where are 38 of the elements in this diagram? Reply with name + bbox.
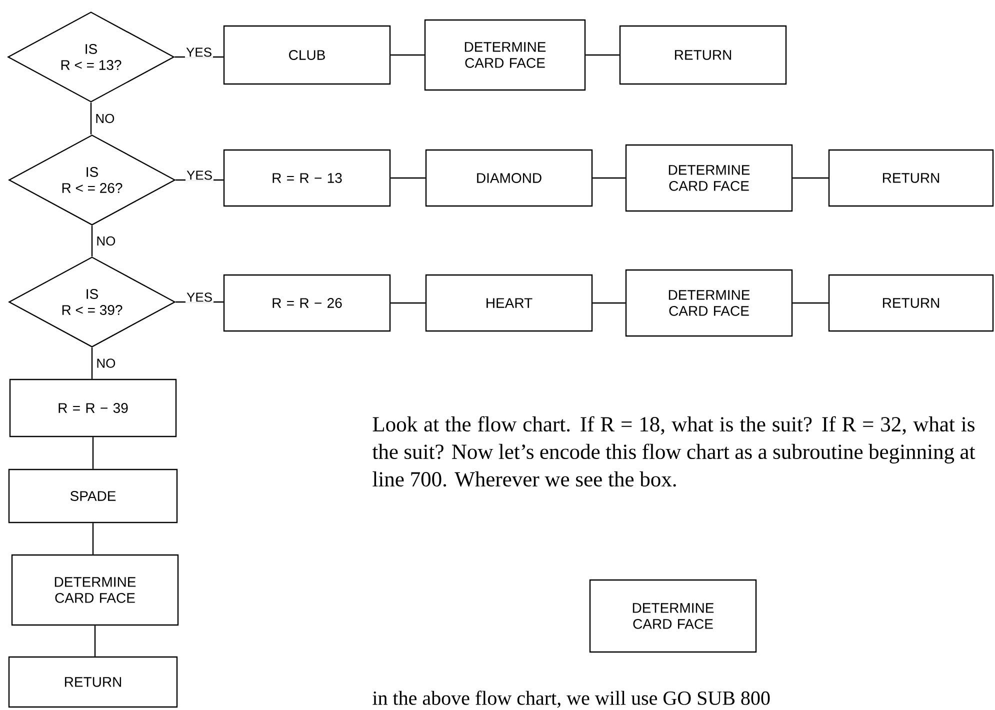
connector-line (92, 523, 94, 554)
edge-label: YES (186, 292, 214, 303)
connector-line (92, 437, 94, 469)
connector-line (390, 54, 424, 56)
connector-line (586, 54, 620, 56)
process-box: SPADE (8, 468, 178, 524)
connector-line (592, 302, 626, 304)
edge-label: YES (185, 46, 214, 58)
process-box: R = R − 39 (9, 378, 177, 438)
process-box: RETURN (8, 656, 178, 708)
connector-line (390, 177, 426, 179)
process-box: RETURN (828, 274, 994, 332)
connector-line (90, 102, 92, 134)
process-box: DETERMINE CARD FACE (589, 579, 757, 653)
edge-label: NO (95, 358, 117, 369)
process-box: DETERMINE CARD FACE (625, 269, 793, 337)
connector-line (390, 302, 426, 304)
process-box: DETERMINE CARD FACE (625, 144, 793, 212)
connector-line (592, 177, 626, 179)
paragraph: Look at the flow chart. If R = 18, what is the suit? If R = 32, what is the suit? Now let’s encode this flow chart as a subroutine beginning at line 700. Wherever we see the box. (372, 416, 976, 487)
process-box: R = R − 26 (223, 274, 391, 332)
connector-line (792, 177, 828, 179)
connector-line (94, 626, 96, 656)
process-box: DETERMINE CARD FACE (424, 19, 586, 91)
process-box: RETURN (619, 25, 787, 85)
process-box: CLUB (223, 25, 391, 85)
process-box: HEART (425, 274, 593, 332)
paragraph: in the above flow chart, we will use GO SUB 800 (372, 690, 770, 708)
process-box: R = R − 13 (223, 149, 391, 207)
edge-label: NO (94, 112, 116, 124)
connector-line (792, 302, 828, 304)
edge-label: NO (95, 235, 117, 247)
edge-label: YES (186, 170, 214, 181)
connector-line (91, 348, 93, 379)
process-box: RETURN (828, 149, 994, 207)
process-box: DIAMOND (425, 149, 593, 207)
process-box: DETERMINE CARD FACE (11, 554, 179, 626)
connector-line (91, 226, 93, 256)
